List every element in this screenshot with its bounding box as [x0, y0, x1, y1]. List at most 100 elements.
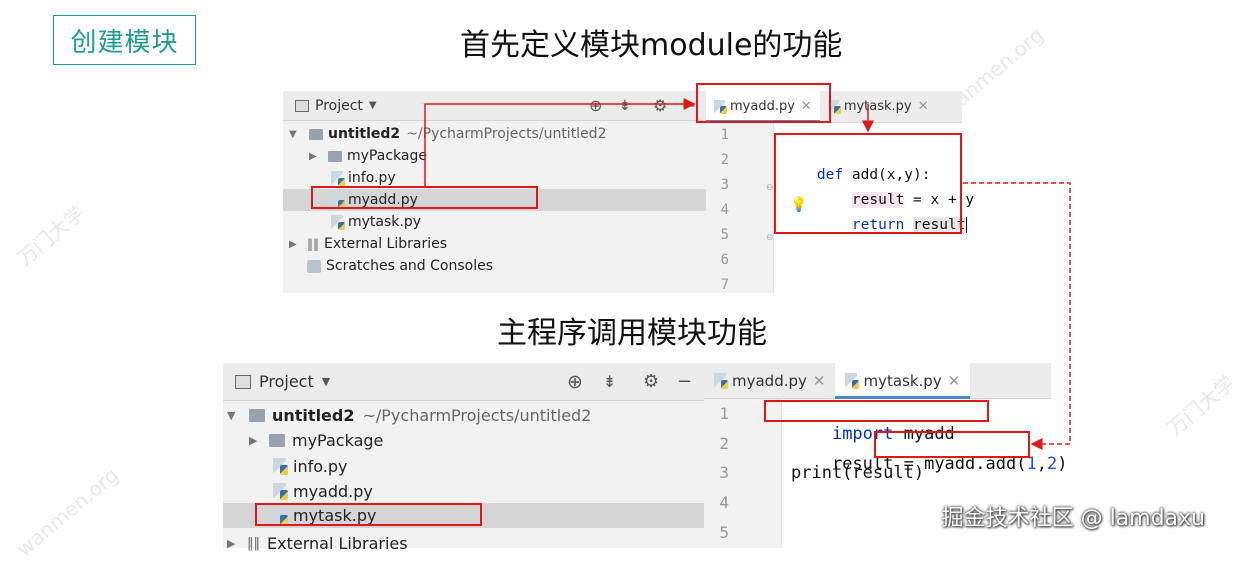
tab-label: mytask.py: [843, 99, 912, 114]
tree-item-label: myPackage: [347, 148, 427, 164]
tab-myadd[interactable]: myadd.py ✕: [704, 363, 835, 398]
tree-item-external-libraries[interactable]: ▶ ‖‖ External Libraries: [289, 234, 447, 254]
close-icon[interactable]: ✕: [917, 99, 929, 114]
python-file-icon: [331, 171, 345, 186]
code-text: ,: [1036, 454, 1047, 474]
line-number: 7: [720, 277, 729, 293]
expand-arrow-icon[interactable]: ▼: [227, 408, 236, 422]
code-line-1[interactable]: import myadd: [791, 404, 955, 464]
tree-item-external-libraries[interactable]: ▶ ‖‖ External Libraries: [227, 531, 408, 555]
line-number: 1: [720, 127, 729, 143]
tree-root[interactable]: ▼ untitled2 ~/PycharmProjects/untitled2: [227, 403, 591, 427]
connector-arrows: [424, 98, 1071, 450]
tree-item-info[interactable]: info.py: [331, 168, 396, 188]
tab-label: mytask.py: [863, 371, 942, 390]
tree-item-mypackage[interactable]: ▶ myPackage: [309, 146, 427, 166]
line-number: 6: [720, 252, 729, 268]
tree-item-info[interactable]: info.py: [273, 454, 347, 478]
tab-myadd[interactable]: myadd.py ✕: [706, 91, 820, 123]
keyword: import: [831, 424, 894, 444]
collapsed-arrow-icon[interactable]: ▶: [249, 433, 258, 447]
lightbulb-icon[interactable]: 💡: [790, 197, 808, 213]
line-number: 5: [719, 523, 729, 542]
package-folder-icon: [269, 433, 285, 447]
highlight-box-myadd-tab: [696, 83, 831, 123]
bottom-project-panel: Project ▼ ⊕ ⇟ ⚙ − ▼ untitled2 ~/PycharmP…: [223, 363, 704, 553]
root-path: ~/PycharmProjects/untitled2: [406, 126, 607, 142]
collapsed-arrow-icon[interactable]: ▶: [309, 150, 317, 162]
tab-mytask[interactable]: mytask.py ✕: [820, 91, 937, 122]
arrow-file-to-tab: [424, 98, 696, 186]
fold-icon[interactable]: ⊖: [766, 183, 774, 193]
credit-watermark: 掘金技术社区 @ lamdaxu: [941, 506, 1205, 531]
locate-icon[interactable]: ⊕: [589, 96, 603, 115]
line-gutter: 1 2 3 4 5: [704, 399, 782, 548]
tree-item-label: myPackage: [292, 430, 384, 450]
python-file-icon: [714, 373, 728, 389]
tree-item-mytask[interactable]: mytask.py: [331, 212, 421, 232]
line-number: 1: [719, 404, 729, 423]
code-line-4[interactable]: return result: [817, 201, 968, 249]
close-icon[interactable]: ✕: [812, 371, 826, 390]
root-name: untitled2: [272, 405, 355, 425]
close-icon[interactable]: ✕: [947, 371, 961, 390]
python-file-icon: [273, 458, 288, 475]
locate-icon[interactable]: ⊕: [567, 370, 583, 393]
top-editor: myadd.py ✕ mytask.py ✕ 1 2 3 4 5 6 7 ⊖ ⊖…: [706, 91, 974, 293]
collapse-icon[interactable]: ⇟: [603, 372, 617, 391]
code-text: add(x,y):: [843, 167, 931, 183]
tree-item-mytask[interactable]: mytask.py: [223, 503, 704, 528]
python-file-icon: [845, 373, 860, 389]
folder-icon: [309, 128, 323, 140]
collapse-icon[interactable]: ⇟: [619, 97, 631, 114]
close-icon[interactable]: ✕: [800, 99, 812, 114]
scratches-icon: [307, 259, 321, 273]
line-number: 4: [719, 493, 729, 512]
call-text: myadd.add(: [924, 454, 1027, 474]
expand-arrow-icon[interactable]: ▼: [289, 128, 297, 140]
tree-item-scratches[interactable]: Scratches and Consoles: [307, 256, 493, 276]
heading-define-module: 首先定义模块module的功能: [460, 28, 843, 63]
python-file-icon: [331, 215, 345, 230]
highlight-box-import: [764, 400, 989, 422]
variable: result: [851, 192, 905, 208]
project-view-icon: [235, 374, 251, 389]
code-text: = x + y: [904, 192, 975, 208]
line-number: 4: [720, 202, 729, 218]
root-path: ~/PycharmProjects/untitled2: [362, 405, 592, 425]
tab-label: myadd.py: [730, 99, 795, 114]
code-line-2[interactable]: result = myadd.add(1,2): [791, 434, 1067, 494]
number: 2: [1046, 454, 1058, 474]
project-view-icon: [295, 99, 309, 112]
highlight-box-function-def: [774, 133, 962, 234]
tree-item-label: myadd.py: [293, 481, 373, 501]
chevron-down-icon[interactable]: ▼: [321, 375, 331, 388]
python-file-icon: [827, 100, 841, 114]
python-file-icon: [714, 100, 727, 114]
code-line-2[interactable]: def add(x,y):: [782, 151, 931, 199]
hide-icon[interactable]: −: [677, 371, 693, 392]
tree-item-myadd[interactable]: myadd.py: [273, 479, 373, 503]
project-dropdown[interactable]: Project: [259, 372, 314, 391]
chevron-down-icon[interactable]: ▼: [368, 100, 377, 111]
python-file-icon: [273, 483, 288, 500]
line-number: 2: [719, 434, 729, 453]
collapsed-arrow-icon[interactable]: ▶: [227, 536, 236, 550]
code-line-3[interactable]: result = x + y: [817, 176, 974, 224]
top-project-panel: Project ▼ ⊕ ⇟ ⚙ − ▼ untitled2 ~/PycharmP…: [283, 91, 706, 293]
tab-mytask[interactable]: mytask.py ✕: [835, 363, 971, 399]
section-tag: 创建模块: [53, 15, 196, 65]
collapsed-arrow-icon[interactable]: ▶: [289, 238, 297, 250]
project-dropdown[interactable]: Project: [315, 97, 363, 114]
heading-main-program: 主程序调用模块功能: [497, 316, 767, 351]
tree-item-mypackage[interactable]: ▶ myPackage: [249, 428, 383, 452]
python-file-icon: [273, 507, 288, 525]
tree-root[interactable]: ▼ untitled2 ~/PycharmProjects/untitled2: [289, 124, 606, 144]
python-file-icon: [331, 193, 345, 208]
tab-label: myadd.py: [732, 371, 807, 390]
code-line-3[interactable]: print(result): [791, 463, 925, 483]
gear-icon[interactable]: ⚙: [653, 96, 668, 115]
fold-icon[interactable]: ⊖: [766, 233, 774, 243]
tree-item-myadd[interactable]: myadd.py: [283, 189, 706, 211]
gear-icon[interactable]: ⚙: [643, 371, 660, 392]
